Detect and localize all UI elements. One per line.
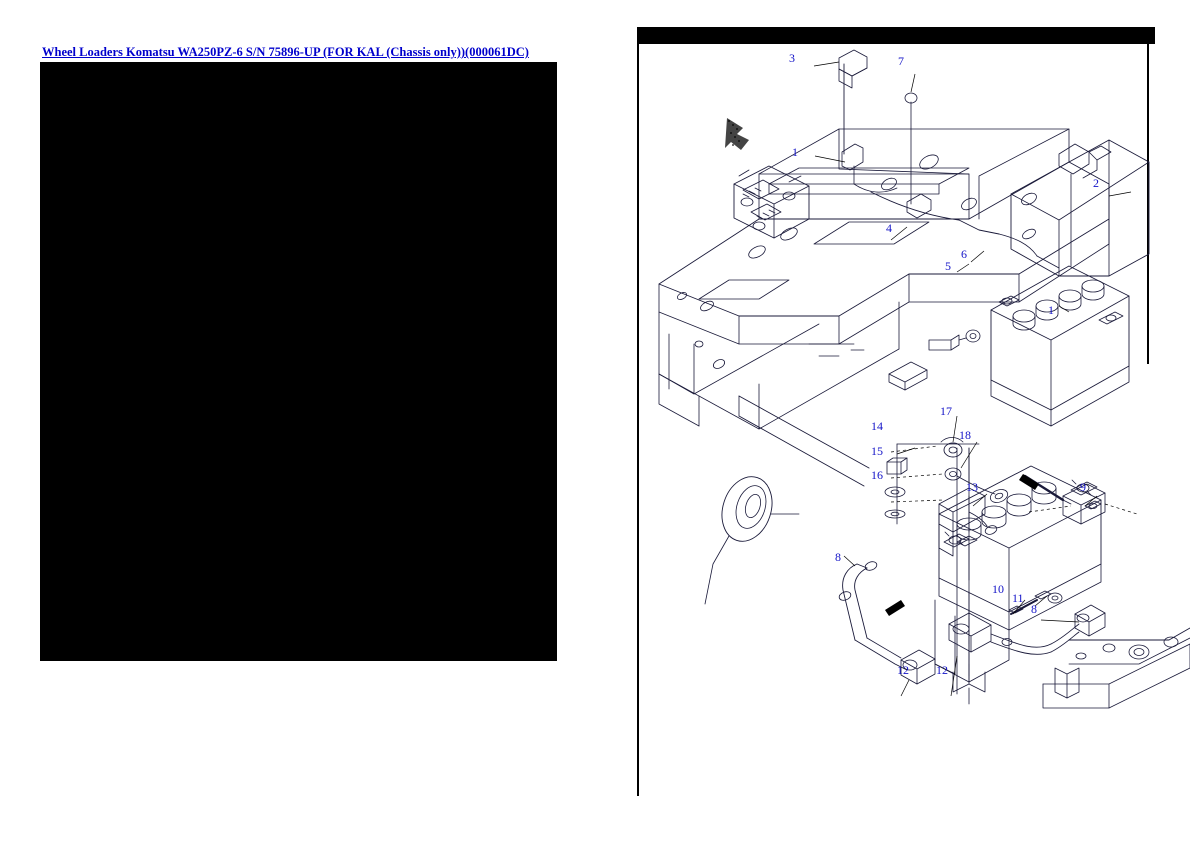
- callout-number: 7: [898, 54, 904, 68]
- callout-number: 18: [959, 428, 971, 442]
- callout-number: 9: [1080, 480, 1086, 494]
- callout-number: 16: [871, 468, 883, 482]
- callout-number: 3: [789, 51, 795, 65]
- callout-number: 17: [940, 404, 952, 418]
- callout-number: 8: [1031, 602, 1037, 616]
- document-title-link[interactable]: Wheel Loaders Komatsu WA250PZ-6 S/N 7589…: [42, 45, 529, 59]
- callout-number: 6: [961, 247, 967, 261]
- right-panel: カウンタウエイト Counterweight リヤーフレーム Rear Fram…: [630, 0, 1190, 842]
- left-panel: Wheel Loaders Komatsu WA250PZ-6 S/N 7589…: [40, 45, 557, 661]
- callout-number: 1: [792, 145, 798, 159]
- callout-number: 15: [871, 444, 883, 458]
- diagram-svg: [658, 49, 1190, 709]
- sheet-top-bar: [637, 27, 1155, 44]
- sheet-border-left: [637, 44, 639, 796]
- parts-diagram: [639, 44, 1190, 744]
- callout-number: 4: [886, 221, 892, 235]
- callout-number: 1: [1048, 303, 1054, 317]
- callout-number: 12: [897, 663, 909, 677]
- callout-number: 10: [992, 582, 1004, 596]
- callout-number: 11: [1012, 591, 1024, 605]
- preview-thumbnail[interactable]: [40, 62, 557, 661]
- callout-number: 12: [936, 663, 948, 677]
- callout-number: 14: [871, 419, 883, 433]
- sheet-border-right: [1147, 44, 1149, 364]
- callout-number: 5: [945, 259, 951, 273]
- callout-number: 8: [835, 550, 841, 564]
- callout-number: 13: [966, 480, 978, 494]
- callout-number: 2: [1093, 176, 1099, 190]
